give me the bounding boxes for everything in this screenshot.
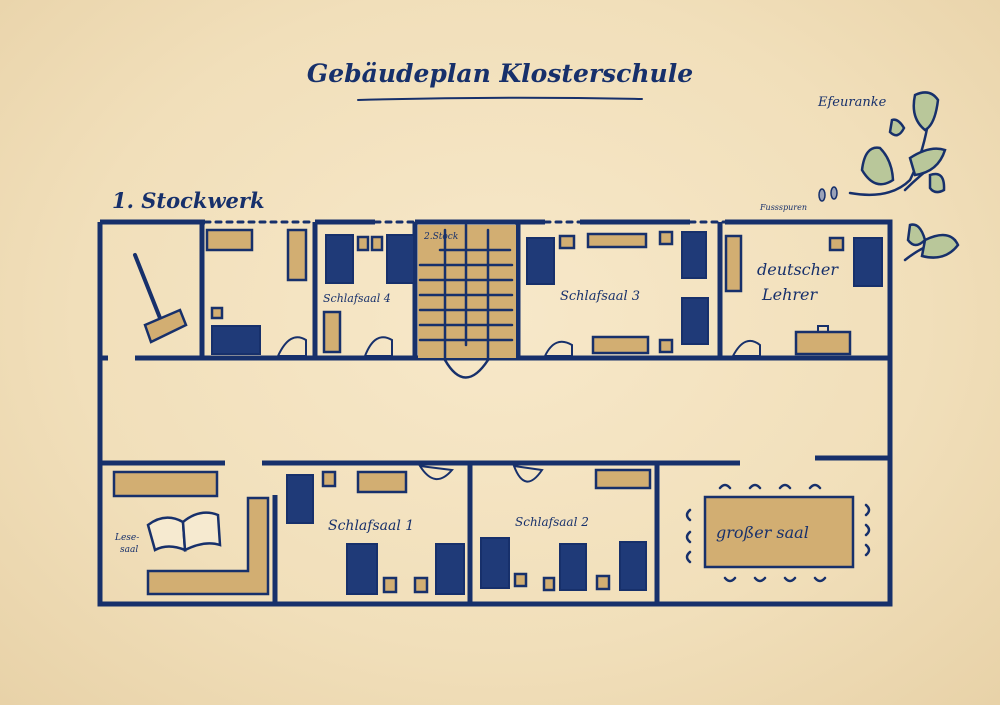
bench — [594, 468, 652, 490]
room-label-schlafsaal-4: Schlafsaal 4 — [323, 292, 391, 305]
door-swing — [276, 336, 393, 357]
nightstand — [370, 235, 384, 252]
bed — [480, 537, 510, 589]
room-label-teacher-line2: Lehrer — [761, 285, 819, 304]
door-swing — [543, 340, 573, 357]
desk — [205, 228, 254, 252]
wardrobe — [322, 310, 342, 354]
nightstand — [828, 236, 845, 252]
room-label-great-hall: großer saal — [716, 523, 809, 542]
desk — [794, 330, 852, 356]
footprints-icon — [818, 186, 838, 202]
wardrobe — [724, 234, 743, 293]
nightstand — [658, 230, 674, 246]
footprints-label: Fussspuren — [759, 203, 807, 212]
room-label-schlafsaal-1: Schlafsaal 1 — [328, 518, 414, 534]
room-label-schlafsaal-2: Schlafsaal 2 — [515, 515, 589, 529]
nightstand — [595, 574, 611, 591]
nightstand — [413, 576, 429, 594]
bed — [435, 543, 465, 595]
bed — [681, 231, 707, 279]
ivy-vine-icon — [848, 91, 960, 262]
nightstand — [321, 470, 337, 488]
bed — [211, 325, 261, 355]
room-label-schlafsaal-3: Schlafsaal 3 — [560, 289, 640, 304]
door-swing — [418, 464, 454, 480]
bench — [586, 232, 648, 249]
bed — [325, 234, 354, 284]
nightstand — [382, 576, 398, 594]
bed — [286, 474, 314, 524]
door-swing — [731, 339, 761, 357]
floor-label: 1. Stockwerk — [112, 188, 265, 213]
room-label-lesesaal-line1: Lese- — [114, 533, 139, 543]
open-book-icon — [146, 511, 222, 552]
plan-title: Gebäudeplan Klosterschule — [307, 59, 693, 88]
bench — [356, 470, 408, 494]
bed — [681, 297, 709, 345]
stairs-label: 2.Stock — [423, 232, 458, 242]
room-label-teacher-line1: deutscher — [757, 260, 839, 279]
bench — [591, 335, 650, 355]
outer-walls — [97, 219, 893, 607]
broom-icon — [133, 253, 188, 344]
bed — [346, 543, 378, 595]
bed — [619, 541, 647, 591]
staircase[interactable]: 2.Stock — [418, 223, 516, 379]
bookshelf — [112, 470, 219, 498]
l-shaped-desk — [146, 496, 270, 596]
suitcase-handle — [817, 325, 829, 333]
door-swing — [512, 464, 544, 483]
bed — [526, 237, 555, 285]
bed — [853, 237, 883, 287]
room-label-lesesaal-line2: saal — [120, 545, 138, 555]
nightstand — [542, 576, 556, 592]
wardrobe — [286, 228, 308, 282]
nightstand — [558, 234, 576, 250]
ivy-label: Efeuranke — [817, 95, 887, 110]
stool — [210, 306, 224, 320]
nightstand — [513, 572, 528, 588]
nightstand — [356, 235, 370, 252]
bed — [386, 234, 415, 284]
title-underline — [357, 96, 643, 101]
great-hall-table — [685, 483, 871, 583]
bed — [559, 543, 587, 591]
nightstand — [658, 338, 674, 354]
